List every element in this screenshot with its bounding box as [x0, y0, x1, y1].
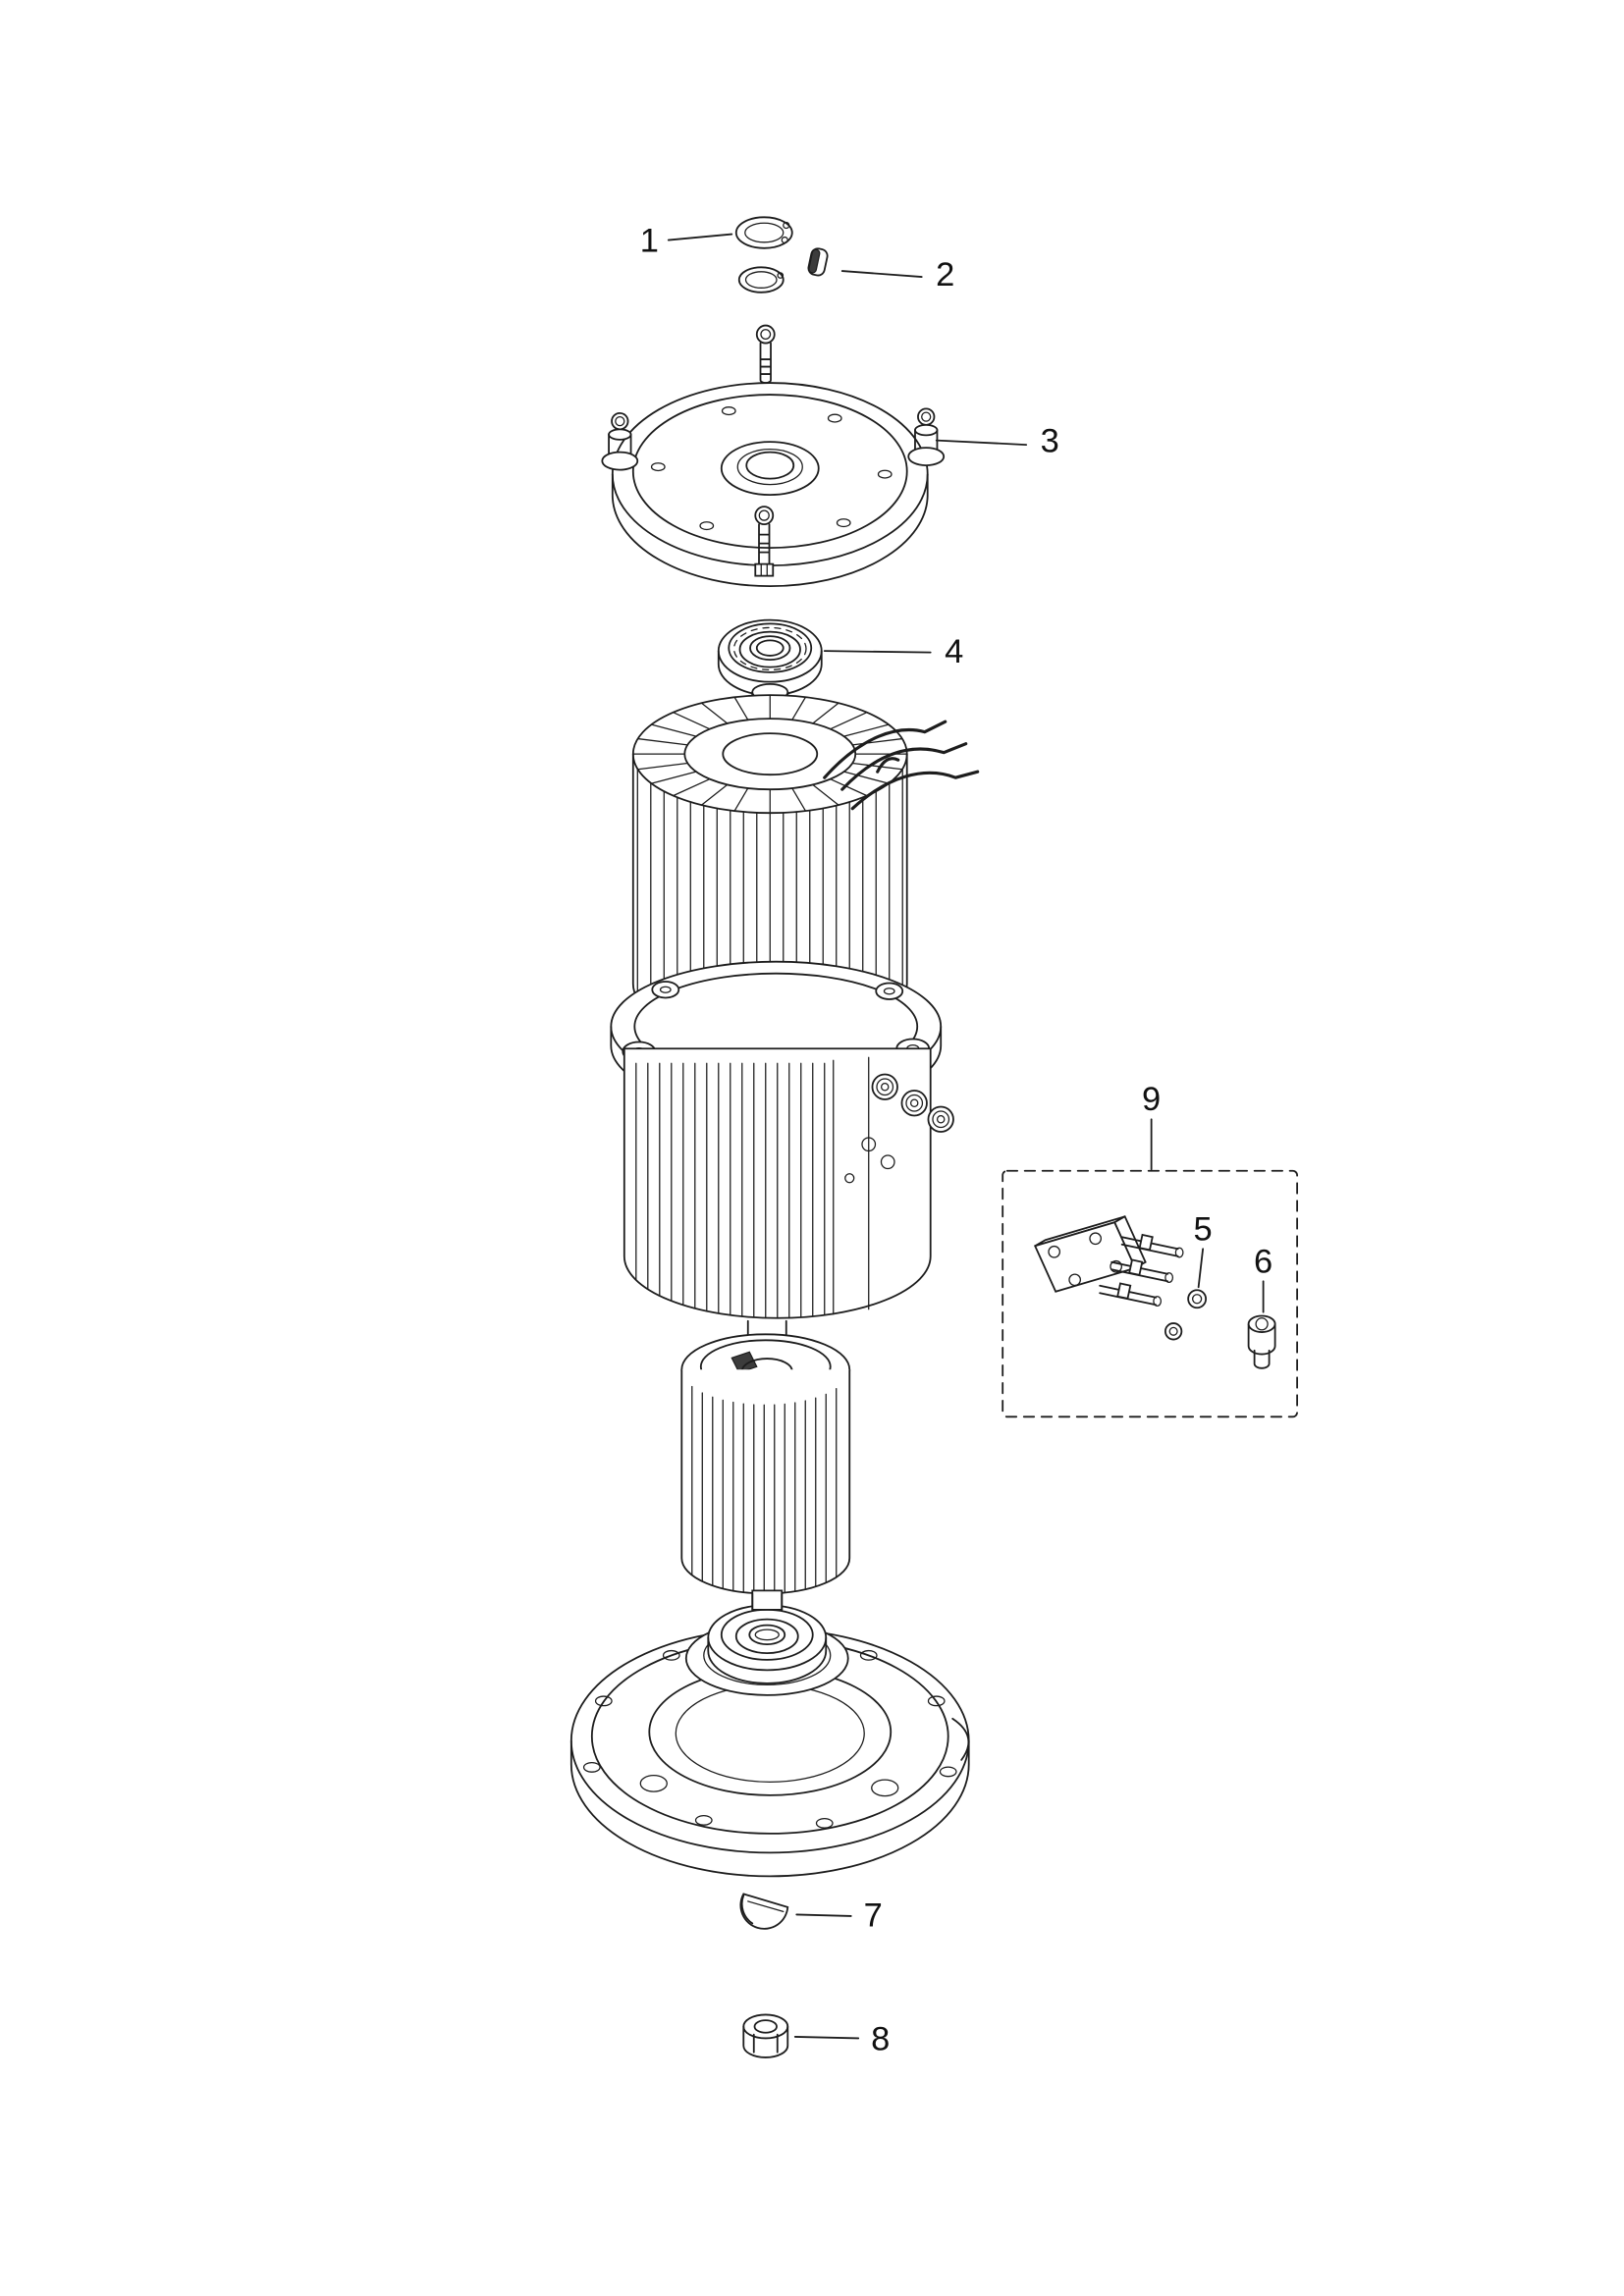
callout-labels: 1 2 3 4 5 6 7 8 9 [640, 223, 1272, 2058]
leader-line-8 [793, 2036, 860, 2040]
flange-center-ring [736, 448, 803, 486]
circlip-upper-outer [734, 216, 793, 249]
key-shaded-face [808, 248, 821, 274]
leader-line-2 [840, 270, 923, 278]
callout-label-3: 3 [1041, 423, 1059, 460]
leader-line-5 [1197, 1248, 1205, 1289]
circlip-upper-inner [744, 222, 785, 243]
rotor-shaft-lower [751, 1589, 784, 1641]
circlip-upper-lug-2 [781, 236, 788, 244]
callout-label-7: 7 [864, 1896, 883, 1934]
flange-center-boss [720, 441, 820, 497]
part-bottom-flange [569, 1589, 970, 1878]
bearing-inner-race [738, 630, 801, 668]
callout-label-1: 1 [640, 223, 659, 260]
callout-label-5: 5 [1194, 1210, 1213, 1248]
terminal-plate [1033, 1214, 1147, 1293]
bottom-flange-notch [951, 1717, 970, 1761]
rotor-body-outline [680, 1369, 851, 1595]
rotor-lamination-lines [691, 1385, 838, 1594]
part-washers [1164, 1289, 1208, 1341]
bottom-flange-holes [582, 1649, 957, 1829]
screw-head [755, 324, 776, 345]
callout-label-4: 4 [945, 633, 963, 670]
screw-shaft [759, 342, 772, 384]
leader-line-7 [795, 1913, 852, 1917]
part-bearing-top [717, 618, 823, 697]
bearing-outer-race [728, 622, 813, 673]
housing-fins [635, 1056, 870, 1319]
part-socket-screw [1247, 1314, 1276, 1369]
circlip-lower-outer [737, 266, 785, 294]
circlip-lower-lug [777, 272, 785, 279]
part-housing [610, 960, 954, 1319]
leader-lines [667, 233, 1265, 2040]
stator-winding-lines [636, 768, 903, 1043]
bearing-inner-ring [749, 635, 791, 662]
bearing-cage [732, 626, 807, 670]
circlip-lower-inner [744, 271, 778, 289]
callout-label-2: 2 [936, 256, 954, 294]
terminal-studs [1099, 1233, 1184, 1307]
flange-stud-left [601, 411, 639, 471]
bearing-bore [755, 639, 785, 657]
flange-thickness [611, 473, 929, 588]
flange-center-hole [745, 451, 795, 480]
woodruff-key-shaded-edge [740, 1895, 754, 1925]
part-woodruff-key [739, 1893, 789, 1930]
circlip-upper-lug [783, 221, 790, 230]
part-terminal-kit [1001, 1169, 1299, 1418]
part-hex-nut [742, 2013, 789, 2058]
callout-label-6: 6 [1254, 1243, 1272, 1280]
screw-socket [760, 329, 772, 341]
part-stator [631, 682, 980, 1044]
callout-label-8: 8 [871, 2020, 890, 2057]
flange-face-holes [650, 406, 893, 531]
rotor-keyway-slot [731, 1351, 758, 1374]
nut-top-face [742, 2013, 789, 2040]
stator-lead-wires [823, 720, 980, 811]
part-key-small [807, 247, 829, 277]
kit-dashed-box [1001, 1169, 1299, 1418]
flange-stud-right [907, 407, 946, 467]
part-bearing-bottom [707, 1604, 828, 1684]
stator-lamination-slots [632, 694, 908, 814]
flange-screw-top [755, 324, 776, 384]
flange-screw-bottom [754, 506, 775, 577]
woodruff-key-edge [747, 1900, 785, 1913]
leader-line-3 [935, 439, 1028, 446]
housing-cable-glands [844, 1073, 954, 1184]
nut-flats [742, 2025, 789, 2058]
leader-line-4 [823, 650, 932, 654]
leader-line-1 [667, 233, 733, 241]
stator-hub [722, 732, 819, 776]
part-circlip-group [734, 216, 793, 294]
callout-label-9: 9 [1142, 1081, 1161, 1118]
part-top-flange [601, 382, 946, 588]
nut-bore [753, 2019, 778, 2034]
part-rotor [680, 1319, 851, 1595]
